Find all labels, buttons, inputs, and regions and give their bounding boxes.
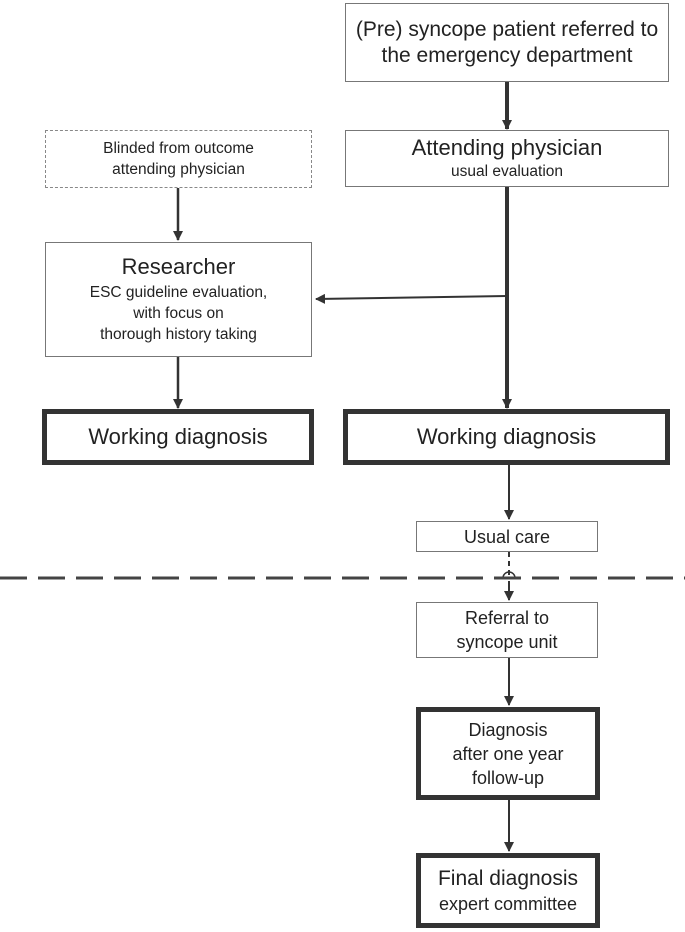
working-diagnosis-left-label: Working diagnosis (88, 424, 268, 449)
diagnosis-year-line-3: follow-up (471, 767, 545, 788)
working-diagnosis-right-label: Working diagnosis (416, 424, 597, 449)
final-diagnosis-box: Final diagnosis expert committee (416, 853, 600, 928)
syncope-unit-line-1: Referral to (464, 608, 550, 628)
final-diagnosis-subtitle: expert committee (438, 893, 578, 914)
referral-line-2: the emergency department (381, 43, 633, 67)
researcher-line-2: with focus on (133, 305, 224, 322)
attending-subtitle: usual evaluation (450, 163, 564, 180)
researcher-line-1: ESC guideline evaluation, (89, 284, 268, 301)
syncope-unit-line-2: syncope unit (456, 632, 558, 652)
researcher-line-3: thorough history taking (100, 326, 257, 343)
arrow-attending-to-researcher (315, 293, 508, 304)
researcher-title: Researcher (121, 254, 236, 279)
usual-care-label: Usual care (463, 526, 551, 547)
diagnosis-year-line-2: after one year (452, 743, 564, 764)
working-diagnosis-left-box: Working diagnosis (42, 409, 314, 465)
final-diagnosis-title: Final diagnosis (437, 866, 579, 890)
working-diagnosis-right-box: Working diagnosis (343, 409, 670, 465)
diagnosis-year-line-1: Diagnosis (468, 719, 548, 740)
researcher-box: Researcher ESC guideline evaluation, wit… (45, 242, 312, 357)
blinded-line-1: Blinded from outcome (103, 140, 254, 157)
diagnosis-after-one-year-box: Diagnosis after one year follow-up (416, 707, 600, 800)
referral-line-1: (Pre) syncope patient referred to (355, 17, 659, 41)
syncope-unit-box: Referral to syncope unit (416, 602, 598, 658)
crossing-hop (502, 571, 516, 579)
blinded-box: Blinded from outcome attending physician (45, 130, 312, 188)
usual-care-box: Usual care (416, 521, 598, 552)
referral-box: (Pre) syncope patient referred to the em… (345, 3, 669, 82)
attending-physician-box: Attending physician usual evaluation (345, 130, 669, 187)
blinded-line-2: attending physician (112, 161, 245, 178)
attending-title: Attending physician (411, 135, 603, 160)
